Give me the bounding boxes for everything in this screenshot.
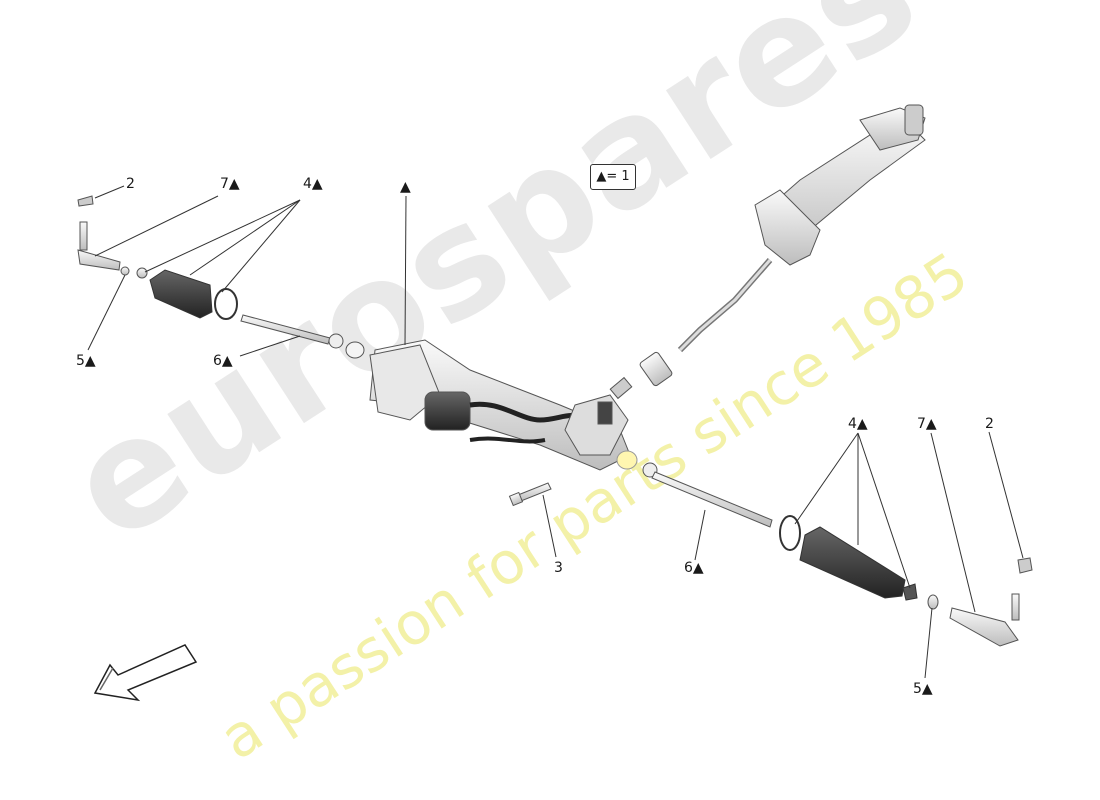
callout-left-7: 7▲ — [220, 176, 240, 192]
steering-rack-housing — [345, 339, 638, 471]
callout-left-6: 6▲ — [213, 353, 233, 369]
callout-right-2: 2 — [985, 416, 994, 432]
callout-bolt-3: 3 — [554, 560, 563, 576]
bolt — [508, 482, 552, 507]
leader-lines — [87, 185, 1024, 679]
legend-box: ▲= 1 — [590, 164, 636, 190]
right-tie-rod-end — [927, 557, 1033, 647]
callout-left-2: 2 — [126, 176, 135, 192]
callout-right-7: 7▲ — [917, 416, 937, 432]
callout-right-4: 4▲ — [848, 416, 868, 432]
callout-right-6: 6▲ — [684, 560, 704, 576]
callout-right-5: 5▲ — [913, 681, 933, 697]
left-boot — [149, 269, 238, 320]
right-inner-tie-rod — [642, 462, 773, 528]
right-boot — [779, 515, 918, 601]
steering-column — [639, 104, 926, 387]
left-tie-rod-end — [77, 195, 148, 279]
callout-left-4: 4▲ — [303, 176, 323, 192]
left-inner-tie-rod — [240, 314, 344, 349]
direction-arrow-icon — [93, 644, 198, 702]
callout-rack: ▲ — [400, 179, 411, 195]
callout-left-5: 5▲ — [76, 353, 96, 369]
